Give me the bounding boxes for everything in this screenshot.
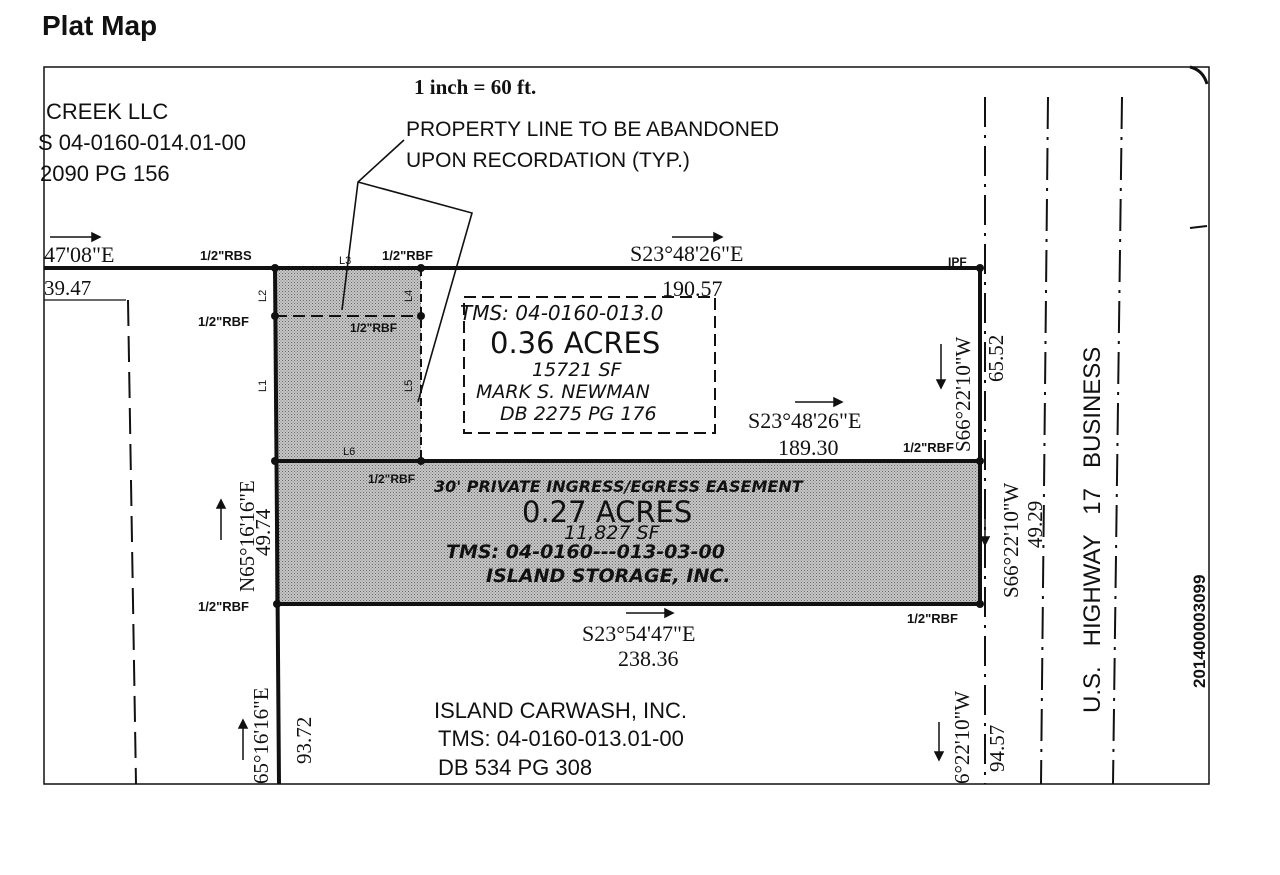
easement-sf: 11,827 SF	[564, 522, 661, 544]
arrow-mid-head	[833, 396, 844, 408]
bearing-mid: S23°48'26"E	[748, 408, 861, 433]
arrow-right-low-head	[933, 751, 945, 762]
arrow-right-upper-head	[935, 379, 947, 390]
bearing-right-upper: S66°22'10"W	[951, 337, 975, 452]
note-line1: PROPERTY LINE TO BE ABANDONED	[406, 118, 779, 141]
neighbor-nw-line1: CREEK LLC	[46, 99, 168, 124]
monument-rbs-top: 1/2"RBS	[200, 248, 252, 263]
bearing-right-lower: S66°22'10"W	[999, 483, 1023, 598]
line-label-l3: L3	[339, 255, 351, 267]
arrow-bottom-head	[664, 607, 675, 619]
dist-left: 39.47	[44, 276, 91, 300]
dist-mid: 189.30	[778, 435, 839, 460]
corner-point-4	[271, 312, 279, 320]
corner-point-7	[417, 457, 425, 465]
west-parcel-line	[127, 299, 137, 785]
arrow-top-head	[713, 231, 724, 243]
tms-box	[463, 296, 716, 434]
upper-deed: DB 2275 PG 176	[500, 403, 657, 425]
bearing-right-low: 6°22'10"W	[950, 691, 974, 784]
dist-right-lower: 49.29	[1023, 501, 1047, 548]
monument-rbf-bottom-right: 1/2"RBF	[907, 611, 958, 626]
corner-point-3	[976, 264, 984, 272]
dist-bottom: 238.36	[618, 646, 679, 671]
upper-tms: TMS: 04-0160-013.0	[460, 301, 663, 325]
line-label-l4: L4	[403, 290, 415, 302]
road-line-3	[1112, 96, 1123, 785]
map-frame	[43, 66, 1210, 785]
corner-point-6	[271, 457, 279, 465]
arrow-left-low-head	[237, 718, 249, 729]
neighbor-nw-line3: 2090 PG 156	[40, 161, 170, 186]
arrow-right-lower-head	[979, 536, 991, 547]
easement-owner: ISLAND STORAGE, INC.	[486, 565, 731, 587]
bearing-bottom: S23°54'47"E	[582, 621, 695, 646]
monument-rbf-right-mid: 1/2"RBF	[903, 440, 954, 455]
corner-point-10	[976, 600, 984, 608]
note-leader-2	[357, 181, 473, 403]
bearing-top: S23°48'26"E	[630, 241, 743, 266]
easement-tms: TMS: 04-0160---013-03-00	[446, 541, 725, 563]
document-number: 201400003099	[1190, 575, 1209, 688]
left-boundary	[273, 267, 281, 785]
corner-point-1	[271, 264, 279, 272]
highway-label: U.S. HIGHWAY 17 BUSINESS	[1079, 347, 1106, 713]
line-label-l2: L2	[257, 290, 269, 302]
corner-point-5	[417, 312, 425, 320]
south-owner: ISLAND CARWASH, INC.	[434, 698, 687, 723]
dist-top: 190.57	[662, 276, 723, 301]
upper-sf: 15721 SF	[532, 359, 623, 381]
monument-rbf-left: 1/2"RBF	[198, 314, 249, 329]
bearing-left-mid: N65°16'16"E	[235, 480, 259, 592]
monument-rbf-inner: 1/2"RBF	[350, 321, 397, 335]
monument-ipf: IPF	[948, 255, 967, 269]
dist-right-upper: 65.52	[984, 335, 1008, 382]
neighbor-nw-line2: S 04-0160-014.01-00	[38, 130, 246, 155]
easement-acres: 0.27 ACRES	[522, 495, 692, 529]
dist-right-low: 94.57	[985, 725, 1009, 772]
page-title: Plat Map	[42, 10, 158, 41]
monument-rbf-bottom-left: 1/2"RBF	[198, 599, 249, 614]
monument-rbf-mid: 1/2"RBF	[368, 472, 415, 486]
arrow-left-mid-head	[215, 498, 227, 509]
corner-point-2	[417, 264, 425, 272]
scale-text: 1 inch = 60 ft.	[414, 75, 536, 99]
monument-rbf-top: 1/2"RBF	[382, 248, 433, 263]
abandoned-area	[275, 268, 421, 461]
upper-acres: 0.36 ACRES	[490, 326, 660, 360]
easement-area	[275, 461, 980, 604]
easement-label: 30' PRIVATE INGRESS/EGRESS EASEMENT	[434, 477, 804, 496]
line-label-l1: L1	[257, 380, 269, 392]
corner-point-8	[976, 457, 984, 465]
bearing-left-low: 65°16'16"E	[249, 687, 273, 784]
bearing-left-top: 47'08"E	[44, 242, 114, 267]
south-deed: DB 534 PG 308	[438, 755, 592, 780]
edge-tick	[1189, 225, 1208, 229]
south-tms: TMS: 04-0160-013.01-00	[438, 726, 684, 751]
dist-left-mid: 49.74	[251, 508, 275, 556]
arrow-left-top-head	[91, 231, 102, 243]
note-line2: UPON RECORDATION (TYP.)	[406, 149, 690, 172]
line-label-l5: L5	[403, 380, 415, 392]
road-line-2	[1040, 96, 1049, 785]
frame-corner-mark	[1189, 65, 1209, 85]
corner-point-9	[273, 600, 281, 608]
dist-left-low: 93.72	[292, 717, 316, 764]
line-label-l6: L6	[343, 446, 355, 458]
upper-owner: MARK S. NEWMAN	[476, 381, 650, 403]
